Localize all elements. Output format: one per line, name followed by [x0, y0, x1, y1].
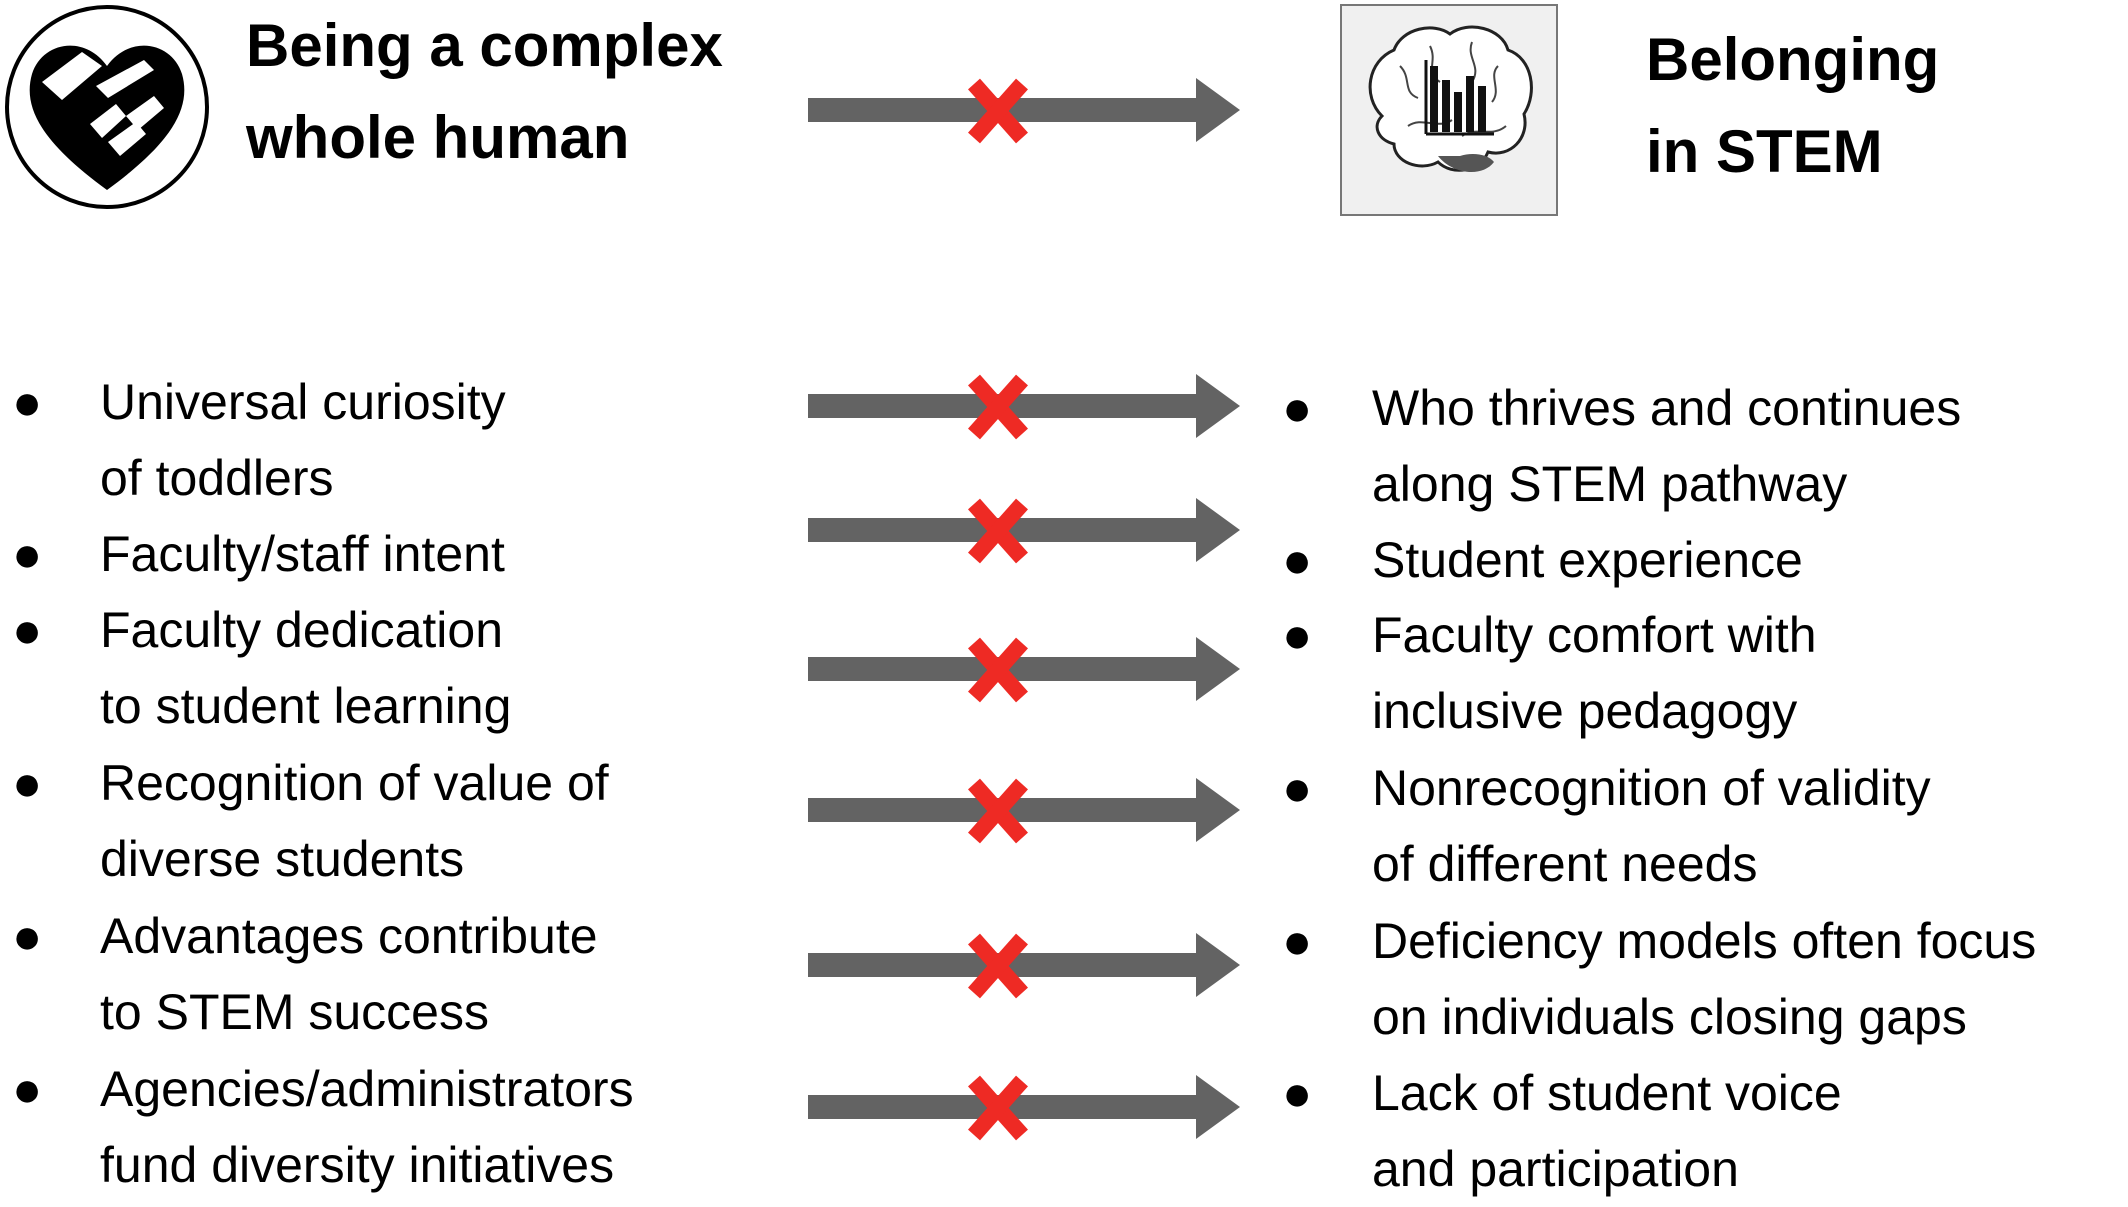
right-item-3: ● Faculty comfort with inclusive pedagog…	[1282, 597, 2128, 749]
connector-arrow-1	[808, 372, 1240, 440]
left-item-2-line-1: Faculty/staff intent	[100, 526, 505, 582]
left-item-5-line-2: to STEM success	[100, 984, 489, 1040]
left-item-6: ● Agencies/administrators fund diversity…	[0, 1051, 760, 1203]
left-item-4: ● Recognition of value of diverse studen…	[0, 745, 760, 897]
left-title-line-2: whole human	[246, 104, 630, 171]
bullet-icon: ●	[12, 755, 43, 811]
right-title: Belonging in STEM	[1646, 14, 1939, 198]
bullet-icon: ●	[12, 526, 43, 582]
right-item-4: ● Nonrecognition of validity of differen…	[1282, 750, 2128, 902]
left-item-6-line-1: Agencies/administrators	[100, 1061, 634, 1117]
right-item-5-line-1: Deficiency models often focus	[1372, 913, 2037, 969]
cross-icon	[968, 933, 1028, 999]
right-item-4-line-2: of different needs	[1372, 836, 1758, 892]
bullet-icon: ●	[1282, 913, 1313, 969]
right-item-2-line-1: Student experience	[1372, 532, 1803, 588]
left-item-1-line-2: of toddlers	[100, 450, 334, 506]
left-item-3: ● Faculty dedication to student learning	[0, 592, 760, 744]
bullet-icon: ●	[12, 602, 43, 658]
cross-icon	[968, 778, 1028, 844]
left-item-3-line-2: to student learning	[100, 678, 512, 734]
right-title-line-1: Belonging	[1646, 26, 1940, 93]
bullet-icon: ●	[12, 374, 43, 430]
connector-arrow-6	[808, 1073, 1240, 1141]
bullet-icon: ●	[1282, 760, 1313, 816]
left-item-4-line-2: diverse students	[100, 831, 465, 887]
handshake-icon	[4, 4, 210, 210]
left-item-1: ● Universal curiosity of toddlers	[0, 364, 760, 516]
left-item-5: ● Advantages contribute to STEM success	[0, 898, 760, 1050]
left-item-6-line-2: fund diversity initiatives	[100, 1137, 615, 1193]
connector-arrow-2	[808, 496, 1240, 564]
left-item-4-line-1: Recognition of value of	[100, 755, 609, 811]
bullet-icon: ●	[1282, 532, 1313, 588]
right-item-2: ● Student experience	[1282, 522, 2128, 598]
connector-arrow-3	[808, 635, 1240, 703]
connector-arrow-4	[808, 776, 1240, 844]
right-title-line-2: in STEM	[1646, 118, 1883, 185]
left-item-5-line-1: Advantages contribute	[100, 908, 598, 964]
connector-arrow-5	[808, 931, 1240, 999]
bullet-icon: ●	[12, 1061, 43, 1117]
right-item-1-line-1: Who thrives and continues	[1372, 380, 1962, 436]
right-item-3-line-2: inclusive pedagogy	[1372, 683, 1798, 739]
cross-icon	[968, 78, 1028, 144]
left-item-2: ● Faculty/staff intent	[0, 516, 760, 592]
bullet-icon: ●	[1282, 380, 1313, 436]
left-title: Being a complex whole human	[246, 0, 723, 184]
right-item-4-line-1: Nonrecognition of validity	[1372, 760, 1931, 816]
right-item-1-line-2: along STEM pathway	[1372, 456, 1848, 512]
header-arrow	[808, 76, 1240, 144]
right-item-1: ● Who thrives and continues along STEM p…	[1282, 370, 2128, 522]
right-item-6: ● Lack of student voice and participatio…	[1282, 1055, 2128, 1207]
bullet-icon: ●	[1282, 1065, 1313, 1121]
right-item-6-line-1: Lack of student voice	[1372, 1065, 1842, 1121]
bullet-icon: ●	[12, 908, 43, 964]
left-item-3-line-1: Faculty dedication	[100, 602, 504, 658]
bullet-icon: ●	[1282, 607, 1313, 663]
cross-icon	[968, 637, 1028, 703]
right-item-5-line-2: on individuals closing gaps	[1372, 989, 1967, 1045]
cross-icon	[968, 498, 1028, 564]
right-item-6-line-2: and participation	[1372, 1141, 1739, 1197]
cross-icon	[968, 1075, 1028, 1141]
right-item-5: ● Deficiency models often focus on indiv…	[1282, 903, 2128, 1055]
right-item-3-line-1: Faculty comfort with	[1372, 607, 1817, 663]
brain-chart-icon	[1340, 4, 1558, 216]
left-title-line-1: Being a complex	[246, 12, 723, 79]
cross-icon	[968, 374, 1028, 440]
left-item-1-line-1: Universal curiosity	[100, 374, 506, 430]
